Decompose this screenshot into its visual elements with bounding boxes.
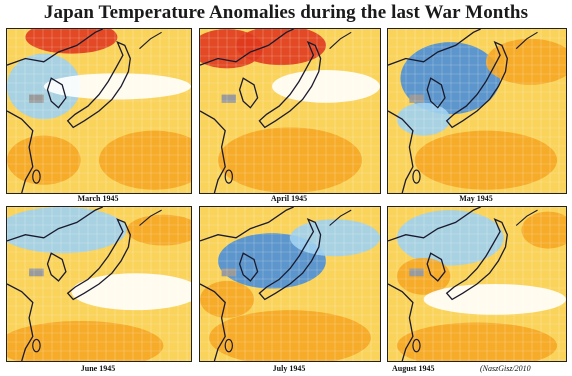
anomaly-map xyxy=(388,29,566,193)
figure-title: Japan Temperature Anomalies during the l… xyxy=(43,2,529,23)
map-panel-april-1945 xyxy=(199,28,381,194)
anomaly-map xyxy=(200,29,380,193)
anomaly-region xyxy=(43,73,191,100)
grid-lines xyxy=(388,29,566,193)
coastline xyxy=(258,218,322,301)
panel-caption: July 1945 xyxy=(272,364,306,373)
panel-caption: May 1945 xyxy=(459,194,493,203)
coastline xyxy=(388,29,481,66)
anomaly-region xyxy=(7,320,164,361)
coastline xyxy=(515,31,538,50)
coastline xyxy=(66,40,131,129)
coastline xyxy=(515,209,538,226)
coastline xyxy=(139,31,162,50)
coastline xyxy=(32,338,41,353)
no-data-patch xyxy=(29,268,44,277)
grid-lines xyxy=(200,29,380,193)
coastline xyxy=(426,252,446,282)
anomaly-region xyxy=(209,310,371,361)
coastline xyxy=(32,169,41,184)
panel-caption: August 1945 xyxy=(392,364,435,373)
coastline xyxy=(224,169,233,184)
anomaly-map xyxy=(7,29,191,193)
anomaly-region xyxy=(7,135,81,185)
anomaly-region xyxy=(25,29,118,54)
anomaly-region xyxy=(99,130,191,190)
anomaly-map xyxy=(7,207,191,361)
coastline xyxy=(238,252,259,282)
coastline xyxy=(412,338,421,353)
coastline xyxy=(200,207,294,242)
anomaly-region xyxy=(218,127,362,193)
no-data-patch xyxy=(409,94,424,103)
coastline xyxy=(388,207,481,242)
no-data-patch xyxy=(221,268,236,277)
anomaly-region xyxy=(272,70,380,103)
map-panel-may-1945 xyxy=(387,28,567,194)
coastline xyxy=(200,283,226,361)
anomaly-region xyxy=(521,211,566,249)
anomaly-region xyxy=(236,29,326,66)
anomaly-region xyxy=(200,280,254,318)
coastline xyxy=(388,283,414,361)
anomaly-region xyxy=(396,210,504,266)
coastline xyxy=(7,110,34,193)
credit-text: (NaszGisz/2010 xyxy=(480,364,531,373)
coastline xyxy=(445,218,508,301)
coastline xyxy=(388,110,414,193)
coastline xyxy=(139,209,162,226)
grid-lines xyxy=(7,207,191,361)
panel-caption: April 1945 xyxy=(270,194,308,203)
anomaly-region xyxy=(414,130,558,190)
anomaly-region xyxy=(423,284,566,315)
coastline xyxy=(445,40,508,129)
anomaly-region xyxy=(396,322,558,361)
no-data-patch xyxy=(409,268,424,277)
anomaly-map xyxy=(388,207,566,361)
coastline xyxy=(200,110,226,193)
coastline xyxy=(412,169,421,184)
coastline xyxy=(329,31,352,50)
coastline xyxy=(258,40,322,129)
coastline xyxy=(238,77,259,109)
panel-caption: March 1945 xyxy=(77,194,119,203)
coastline xyxy=(200,29,294,66)
coastline xyxy=(224,338,233,353)
coastline xyxy=(7,207,103,242)
no-data-patch xyxy=(221,94,236,103)
coastline xyxy=(426,77,446,109)
coastline xyxy=(329,209,352,226)
coastline xyxy=(7,283,34,361)
coastline xyxy=(7,29,103,66)
anomaly-region xyxy=(485,38,566,85)
coastline xyxy=(46,77,67,109)
map-panel-june-1945 xyxy=(6,206,192,362)
map-panel-august-1945 xyxy=(387,206,567,362)
coastline xyxy=(46,252,67,282)
no-data-patch xyxy=(29,94,44,103)
map-panel-march-1945 xyxy=(6,28,192,194)
grid-lines xyxy=(200,207,380,361)
map-panel-july-1945 xyxy=(199,206,381,362)
anomaly-region xyxy=(396,257,451,295)
coastline xyxy=(66,218,131,301)
anomaly-map xyxy=(200,207,380,361)
anomaly-region xyxy=(7,207,127,254)
panel-caption: June 1945 xyxy=(80,364,116,373)
